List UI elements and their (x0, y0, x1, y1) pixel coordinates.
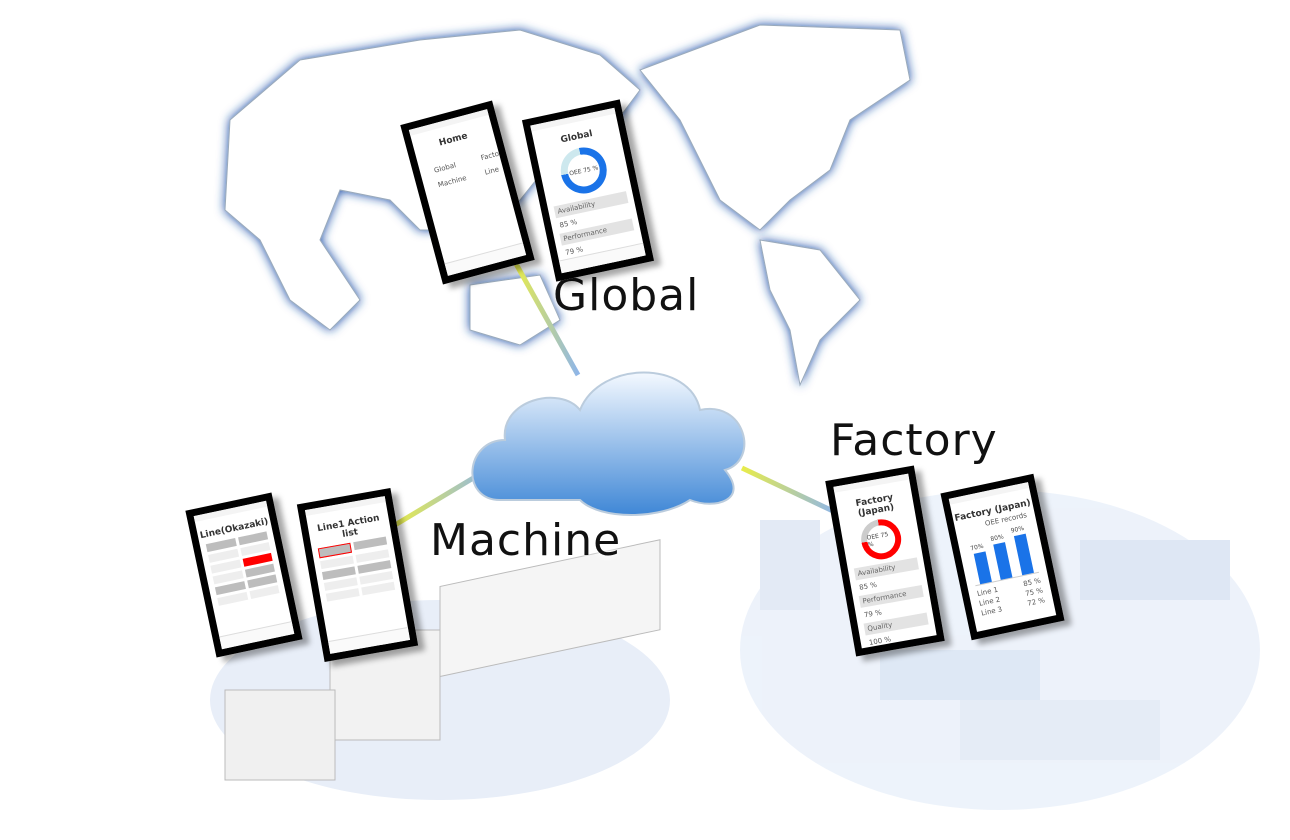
bar-2: 80% (990, 533, 1013, 580)
factory-label: Factory (830, 415, 998, 466)
home-item[interactable]: Machine (437, 173, 468, 190)
home-item[interactable]: Global (433, 161, 457, 175)
bar-1: 70% (970, 542, 992, 585)
machine-label: Machine (430, 515, 622, 566)
oee-donut: OEE 75 % (858, 516, 905, 563)
home-item[interactable]: Line (483, 165, 500, 177)
phone-title: Factory (Japan) (854, 492, 896, 519)
oee-donut: OEE 75 % (556, 143, 612, 198)
bar-value-label: 90% (1010, 524, 1025, 535)
bar-value-label: 80% (989, 533, 1005, 544)
home-item[interactable]: Factory (479, 147, 507, 163)
bar-3: 90% (1010, 524, 1035, 576)
cloud-icon (471, 371, 746, 516)
bar-value-label: 70% (969, 542, 985, 552)
global-label: Global (553, 270, 700, 321)
oee-bar-chart: 70% 80% 90% (964, 522, 1040, 587)
